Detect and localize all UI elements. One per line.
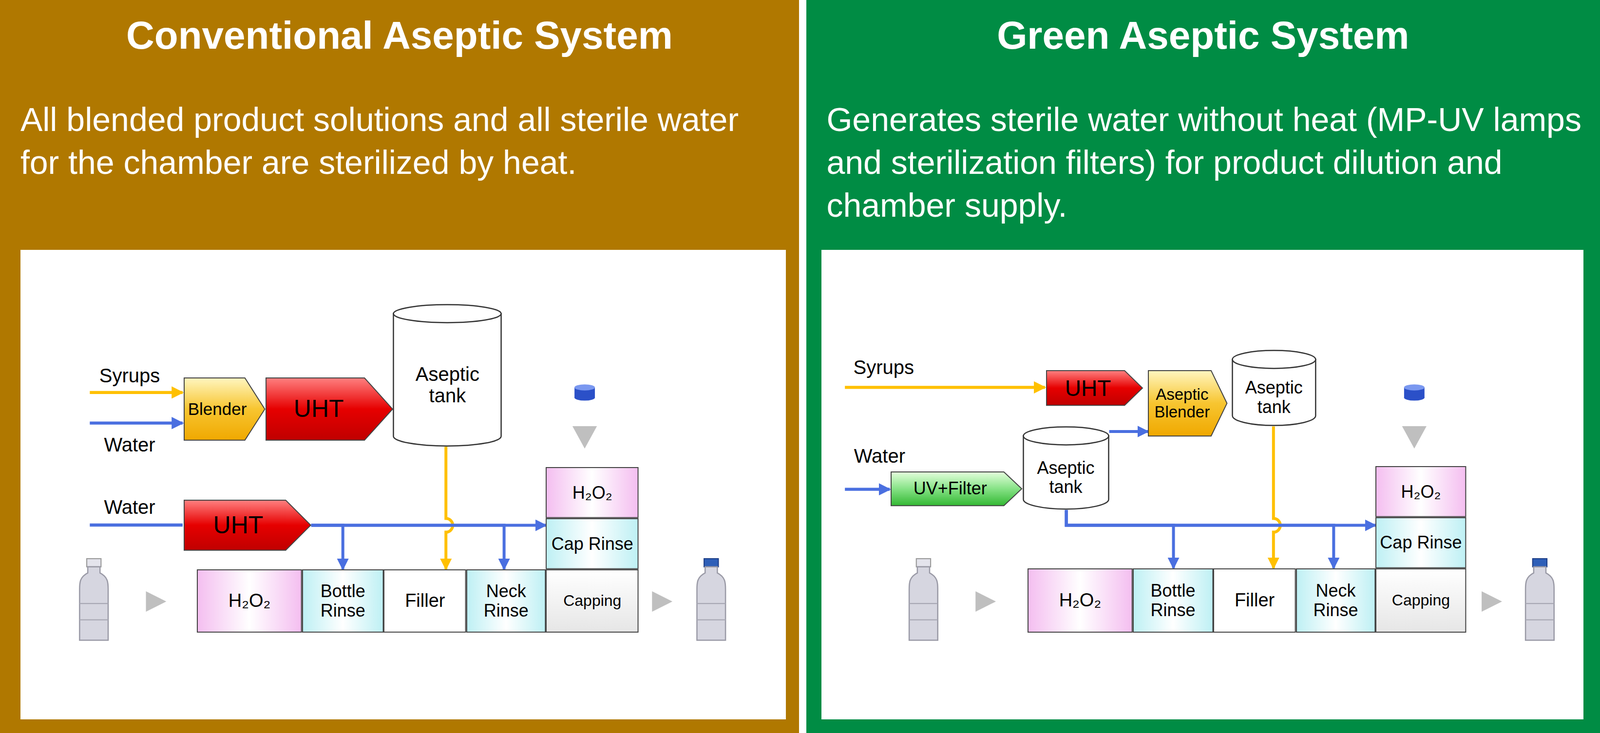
node-label: UHT xyxy=(1065,376,1112,401)
flow-label: Syrups xyxy=(853,356,915,379)
node-label: UV+Filter xyxy=(913,478,988,499)
node-label: Bottle Rinse xyxy=(305,581,381,621)
flow-label: Syrups xyxy=(99,364,161,387)
process-arrow: UHT xyxy=(1046,370,1143,406)
flow-label: Water xyxy=(854,445,906,467)
panel-description: All blended product solutions and all st… xyxy=(20,97,785,184)
input-lines xyxy=(89,387,1045,526)
process-box: Neck Rinse xyxy=(1295,568,1376,633)
process-box: Bottle Rinse xyxy=(1132,568,1214,633)
flow-connector xyxy=(311,525,505,570)
flow-label: Water xyxy=(103,434,155,456)
tank-cylinder: Aseptic tank xyxy=(1231,349,1317,427)
process-box: H₂O₂ xyxy=(1375,466,1467,518)
node-label: Aseptic tank xyxy=(1027,458,1105,497)
node-label: H₂O₂ xyxy=(572,483,613,503)
panel-description: Generates sterile water without heat (MP… xyxy=(826,97,1586,227)
node-label: Cap Rinse xyxy=(551,534,634,554)
process-box: Cap Rinse xyxy=(1375,517,1467,569)
node-label: Neck Rinse xyxy=(470,581,542,621)
flow-connector xyxy=(1066,510,1334,569)
node-label: Capping xyxy=(1391,591,1450,610)
tank-cylinder: Aseptic tank xyxy=(1022,426,1110,511)
process-box: Capping xyxy=(545,569,639,633)
process-box: Filler xyxy=(1213,568,1296,633)
node-label: Bottle Rinse xyxy=(1136,581,1210,620)
flow-connector xyxy=(1066,510,1376,526)
node-label: Aseptic tank xyxy=(397,363,497,407)
process-box: Bottle Rinse xyxy=(302,569,384,633)
process-arrow: Blender xyxy=(183,377,266,441)
panel-title: Green Aseptic System xyxy=(806,14,1600,58)
flow-label: Water xyxy=(103,496,155,518)
node-label: H₂O₂ xyxy=(228,590,271,612)
flow-connector xyxy=(311,525,343,570)
cap-icon xyxy=(574,384,1425,401)
flow-connector xyxy=(1109,430,1149,434)
node-label: Blender xyxy=(188,400,248,420)
flow-connector xyxy=(311,524,547,528)
node-label: UHT xyxy=(293,395,344,423)
node-label: Capping xyxy=(563,592,622,610)
node-label: Cap Rinse xyxy=(1379,533,1462,553)
process-box: H₂O₂ xyxy=(545,467,639,519)
node-label: UHT xyxy=(213,512,264,539)
node-label: Aseptic tank xyxy=(1236,378,1312,417)
flow-triangles xyxy=(145,426,1502,612)
node-label: Filler xyxy=(1234,590,1275,611)
flow-connector xyxy=(445,446,453,570)
node-label: Neck Rinse xyxy=(1299,581,1372,620)
process-box: Filler xyxy=(383,569,467,633)
process-arrow: Aseptic Blender xyxy=(1147,370,1228,437)
process-arrow: UHT xyxy=(183,499,312,552)
node-label: Filler xyxy=(404,590,445,612)
process-box: Capping xyxy=(1375,568,1467,633)
panel-title: Conventional Aseptic System xyxy=(0,14,800,58)
process-box: Cap Rinse xyxy=(545,518,639,570)
node-label: H₂O₂ xyxy=(1400,482,1441,502)
process-box: Neck Rinse xyxy=(466,569,546,633)
bottle-left xyxy=(79,558,109,641)
process-box: H₂O₂ xyxy=(1027,568,1133,633)
flow-connector xyxy=(1066,510,1174,569)
process-box: H₂O₂ xyxy=(196,569,303,633)
flow-connector xyxy=(1273,426,1281,569)
process-arrow: UV+Filter xyxy=(890,471,1023,507)
bottle-right xyxy=(696,558,726,641)
bottle-left xyxy=(909,558,938,641)
node-label: H₂O₂ xyxy=(1059,590,1102,611)
bottle-right xyxy=(1525,558,1555,641)
process-arrow: UHT xyxy=(265,377,394,441)
node-label: Aseptic Blender xyxy=(1151,385,1213,422)
tank-cylinder: Aseptic tank xyxy=(392,304,502,447)
